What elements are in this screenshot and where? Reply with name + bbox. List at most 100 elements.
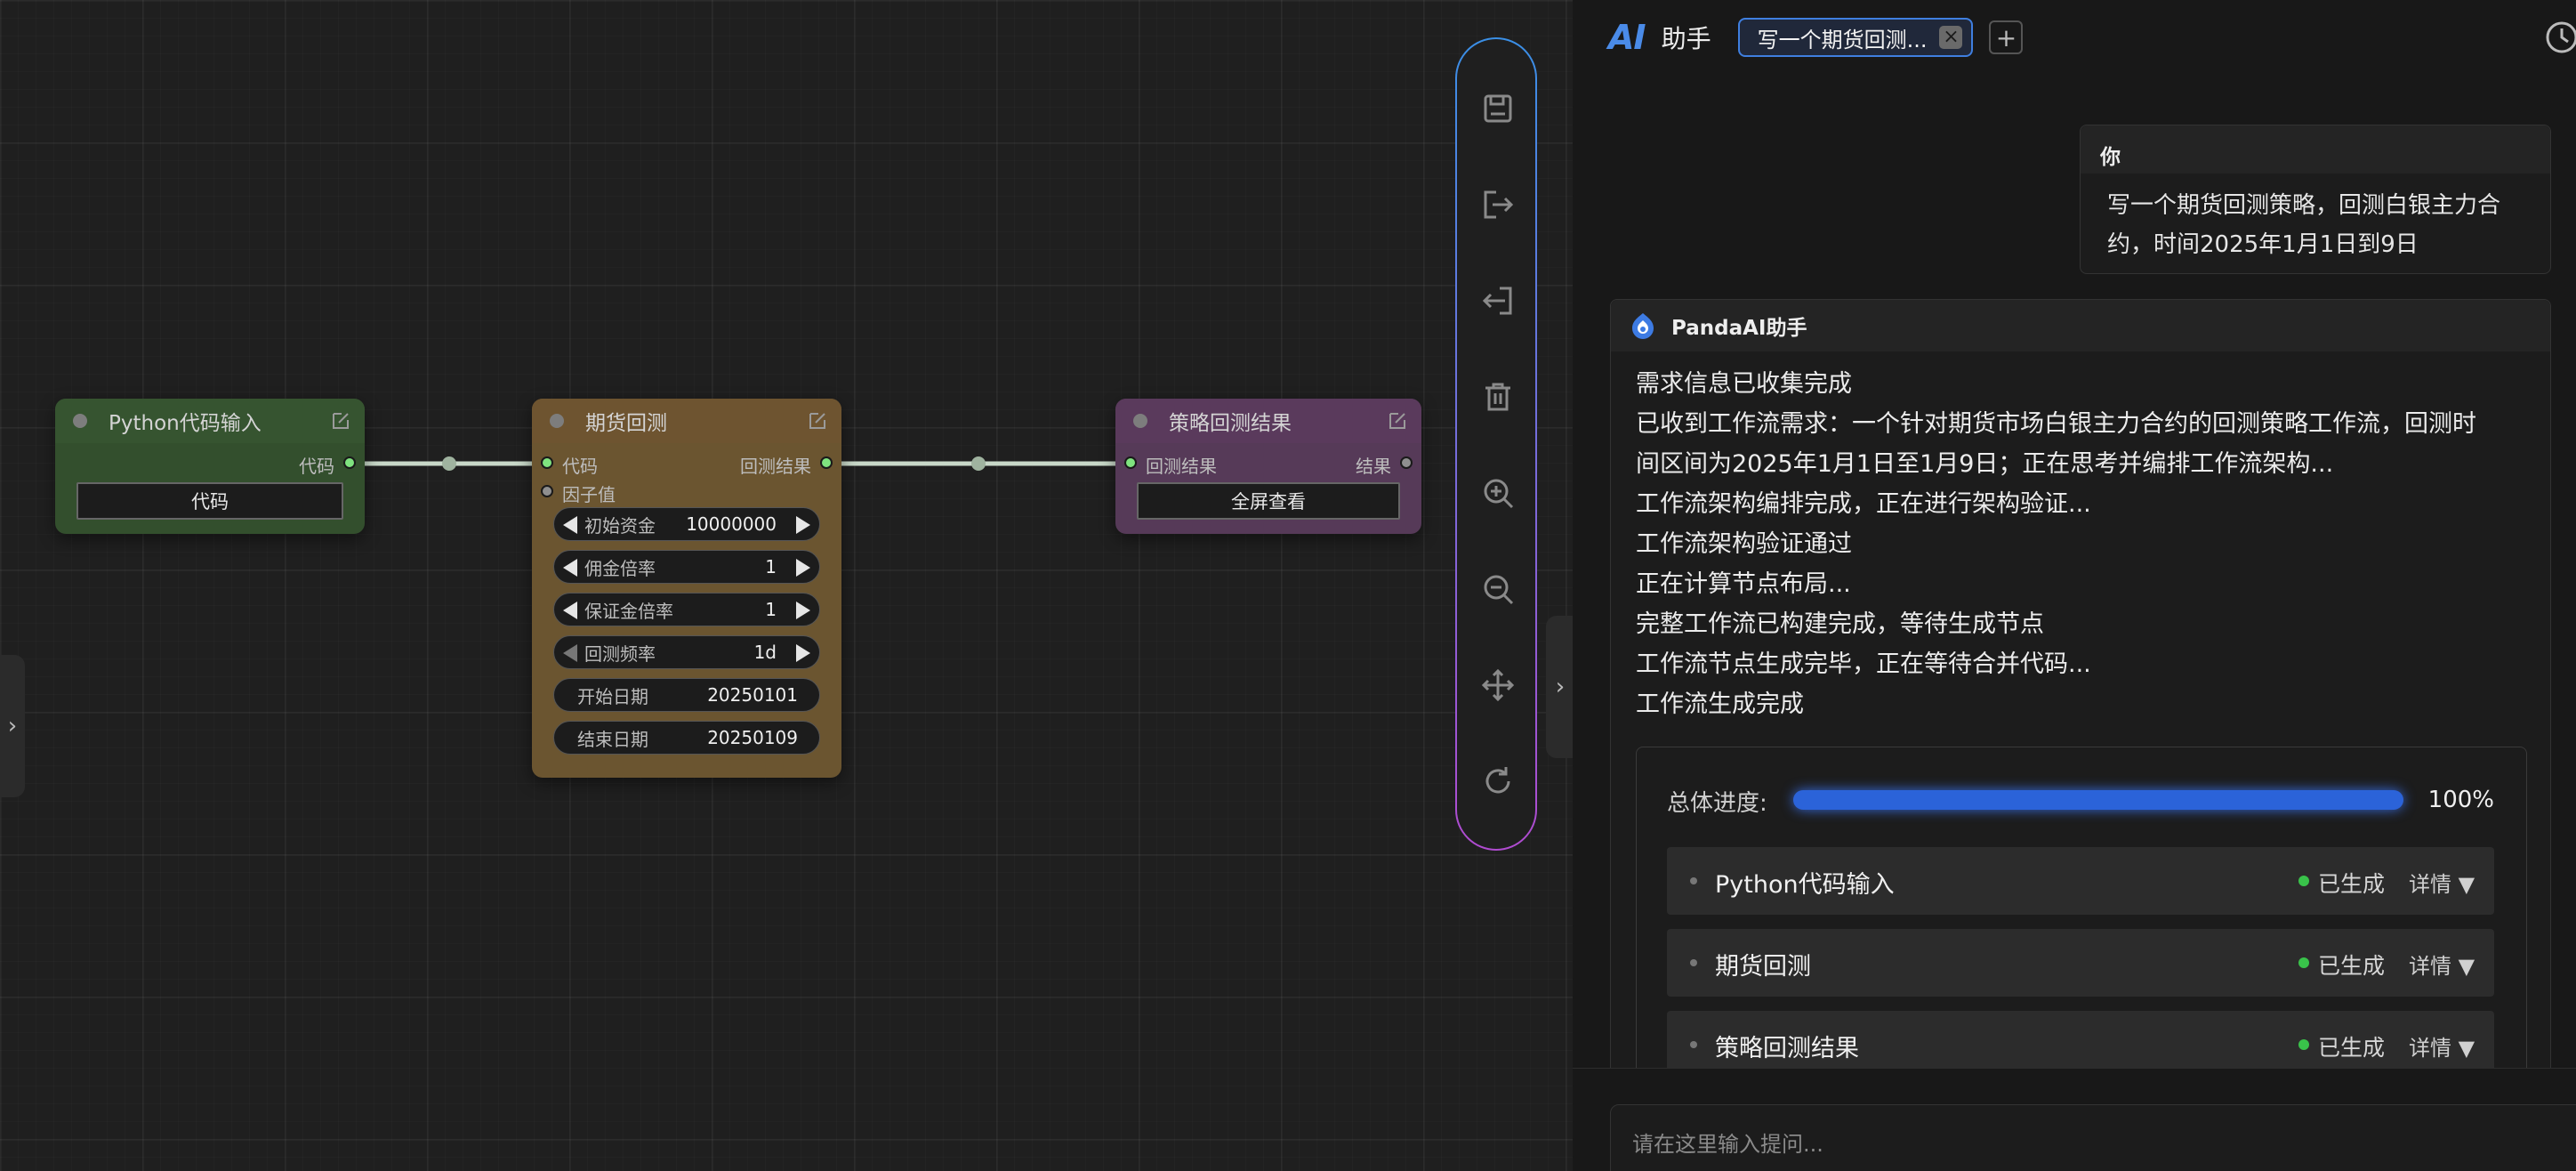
widget-label: 开始日期 xyxy=(577,685,648,707)
import-button[interactable] xyxy=(1480,283,1516,319)
right-panel-toggle[interactable]: › xyxy=(1546,616,1573,758)
export-button[interactable] xyxy=(1480,187,1516,222)
node-backtest-result[interactable]: 策略回测结果 回测结果 结果 全屏查看 xyxy=(1115,399,1421,534)
node-title: 期货回测 xyxy=(585,412,667,435)
ai-assistant-panel: AI 助手 写一个期货回测... × + 你 写一个期货回测策略，回测白银主力合… xyxy=(1573,0,2576,1171)
node-header[interactable]: 期货回测 xyxy=(532,399,841,443)
input-label: 因子值 xyxy=(562,484,616,505)
workflow-canvas[interactable]: Python代码输入 代码 代码 期货回测 代码 回测结果 xyxy=(0,0,1573,1171)
widget-value: 20250101 xyxy=(707,684,798,706)
widget-initial-capital[interactable]: 初始资金 10000000 xyxy=(553,507,820,541)
save-button[interactable] xyxy=(1480,91,1516,126)
decrement-arrow-icon[interactable] xyxy=(563,516,577,534)
ai-line: 需求信息已收集完成 xyxy=(1636,370,1852,398)
question-input[interactable] xyxy=(1610,1104,2576,1171)
link-result-midpoint[interactable] xyxy=(971,456,986,471)
ai-line: 工作流架构验证通过 xyxy=(1636,530,1852,558)
close-icon[interactable]: × xyxy=(1939,26,1963,49)
input-label: 回测结果 xyxy=(1146,456,1217,477)
decrement-arrow-icon[interactable] xyxy=(563,559,577,577)
io-row: 回测结果 结果 xyxy=(1115,448,1421,477)
fullscreen-view-button[interactable]: 全屏查看 xyxy=(1137,482,1400,520)
increment-arrow-icon[interactable] xyxy=(796,644,810,662)
ai-logo: AI xyxy=(1608,18,1646,57)
node-python-input[interactable]: Python代码输入 代码 代码 xyxy=(55,399,365,534)
increment-arrow-icon[interactable] xyxy=(796,516,810,534)
decrement-arrow-icon[interactable] xyxy=(563,602,577,619)
edit-icon[interactable] xyxy=(808,411,827,431)
edit-icon[interactable] xyxy=(1388,411,1407,431)
output-label: 代码 xyxy=(299,456,334,477)
zoom-out-button[interactable] xyxy=(1480,571,1516,607)
widget-backtest-frequency[interactable]: 回测频率 1d xyxy=(553,635,820,669)
widget-value: 10000000 xyxy=(686,513,777,535)
node-header[interactable]: Python代码输入 xyxy=(55,399,365,443)
node-status-dot[interactable] xyxy=(1133,414,1147,428)
chat-tab-label: 写一个期货回测... xyxy=(1757,27,1928,52)
history-icon[interactable] xyxy=(2542,18,2576,57)
chat-tab[interactable]: 写一个期货回测... × xyxy=(1737,18,1974,57)
zoom-in-button[interactable] xyxy=(1480,475,1516,511)
input-bar xyxy=(1573,1068,2576,1171)
message-list[interactable]: 你 写一个期货回测策略，回测白银主力合约，时间2025年1月1日到9日 Pand… xyxy=(1573,85,2576,1068)
widget-commission-multiplier[interactable]: 佣金倍率 1 xyxy=(553,550,820,584)
link-code-midpoint[interactable] xyxy=(442,456,456,471)
ai-line: 已收到工作流需求：一个针对期货市场白银主力合约的回测策略工作流，回测时 xyxy=(1636,410,2476,438)
edit-icon[interactable] xyxy=(331,411,350,431)
save-icon xyxy=(1484,94,1512,123)
ai-message-lines: 需求信息已收集完成 已收到工作流需求：一个针对期货市场白银主力合约的回测策略工作… xyxy=(1611,351,2550,724)
ai-line: 完整工作流已构建完成，等待生成节点 xyxy=(1636,610,2044,638)
node-body: 代码 回测结果 因子值 初始资金 10000000 佣金倍率 1 xyxy=(532,443,841,767)
output-port[interactable] xyxy=(820,456,833,469)
output-port[interactable] xyxy=(343,456,356,469)
widget-value: 20250109 xyxy=(707,727,798,748)
new-chat-button[interactable]: + xyxy=(1989,20,2024,54)
io-row: 代码 xyxy=(55,448,365,477)
delete-icon xyxy=(1485,383,1510,411)
progress-percent: 100% xyxy=(2427,787,2494,813)
node-body: 回测结果 结果 全屏查看 xyxy=(1115,443,1421,532)
chevron-right-icon: › xyxy=(7,713,18,739)
widget-start-date[interactable]: 开始日期 20250101 xyxy=(553,678,820,712)
step-item[interactable]: 期货回测 已生成 详情 ▼ xyxy=(1667,929,2494,997)
ai-line: 工作流节点生成完毕，正在等待合并代码... xyxy=(1636,650,2091,678)
details-toggle[interactable]: 详情 ▼ xyxy=(2409,1036,2475,1061)
panda-logo-icon xyxy=(1632,313,1654,339)
node-futures-backtest[interactable]: 期货回测 代码 回测结果 因子值 初始资金 10000000 佣 xyxy=(532,399,841,778)
input-port-code[interactable] xyxy=(541,456,553,469)
move-button[interactable] xyxy=(1480,667,1516,703)
increment-arrow-icon[interactable] xyxy=(796,559,810,577)
code-button[interactable]: 代码 xyxy=(76,482,343,520)
refresh-button[interactable] xyxy=(1480,763,1516,799)
progress-card: 总体进度: 100% Python代码输入 已生成 详情 ▼ 期货回测 xyxy=(1636,747,2527,1068)
ai-line: 间区间为2025年1月1日至1月9日；正在思考并编排工作流架构... xyxy=(1636,450,2334,478)
widget-label: 保证金倍率 xyxy=(584,600,673,622)
panel-title: 助手 xyxy=(1661,24,1711,53)
output-port[interactable] xyxy=(1400,456,1413,469)
widget-end-date[interactable]: 结束日期 20250109 xyxy=(553,721,820,755)
canvas-toolbar xyxy=(1455,37,1537,851)
message-sender: PandaAI助手 xyxy=(1671,317,1807,340)
node-status-dot[interactable] xyxy=(73,414,87,428)
delete-button[interactable] xyxy=(1480,379,1516,415)
input-port[interactable] xyxy=(1124,456,1137,469)
decrement-arrow-icon[interactable] xyxy=(563,644,577,662)
details-toggle[interactable]: 详情 ▼ xyxy=(2409,872,2475,897)
widget-label: 佣金倍率 xyxy=(584,557,656,579)
details-toggle[interactable]: 详情 ▼ xyxy=(2409,954,2475,979)
left-panel-toggle[interactable]: › xyxy=(0,655,25,797)
step-item[interactable]: 策略回测结果 已生成 详情 ▼ xyxy=(1667,1011,2494,1068)
widget-margin-multiplier[interactable]: 保证金倍率 1 xyxy=(553,593,820,626)
widget-value: 1 xyxy=(765,556,777,577)
node-status-dot[interactable] xyxy=(550,414,564,428)
io-row: 代码 回测结果 xyxy=(532,448,841,477)
step-item[interactable]: Python代码输入 已生成 详情 ▼ xyxy=(1667,847,2494,915)
message-header: PandaAI助手 xyxy=(1611,300,2550,351)
input-port-factor[interactable] xyxy=(541,485,553,497)
step-name: 策略回测结果 xyxy=(1715,1035,1859,1062)
increment-arrow-icon[interactable] xyxy=(796,602,810,619)
import-icon xyxy=(1482,287,1512,315)
progress-fill xyxy=(1793,790,2403,810)
node-header[interactable]: 策略回测结果 xyxy=(1115,399,1421,443)
ai-line: 工作流架构编排完成，正在进行架构验证... xyxy=(1636,490,2091,518)
